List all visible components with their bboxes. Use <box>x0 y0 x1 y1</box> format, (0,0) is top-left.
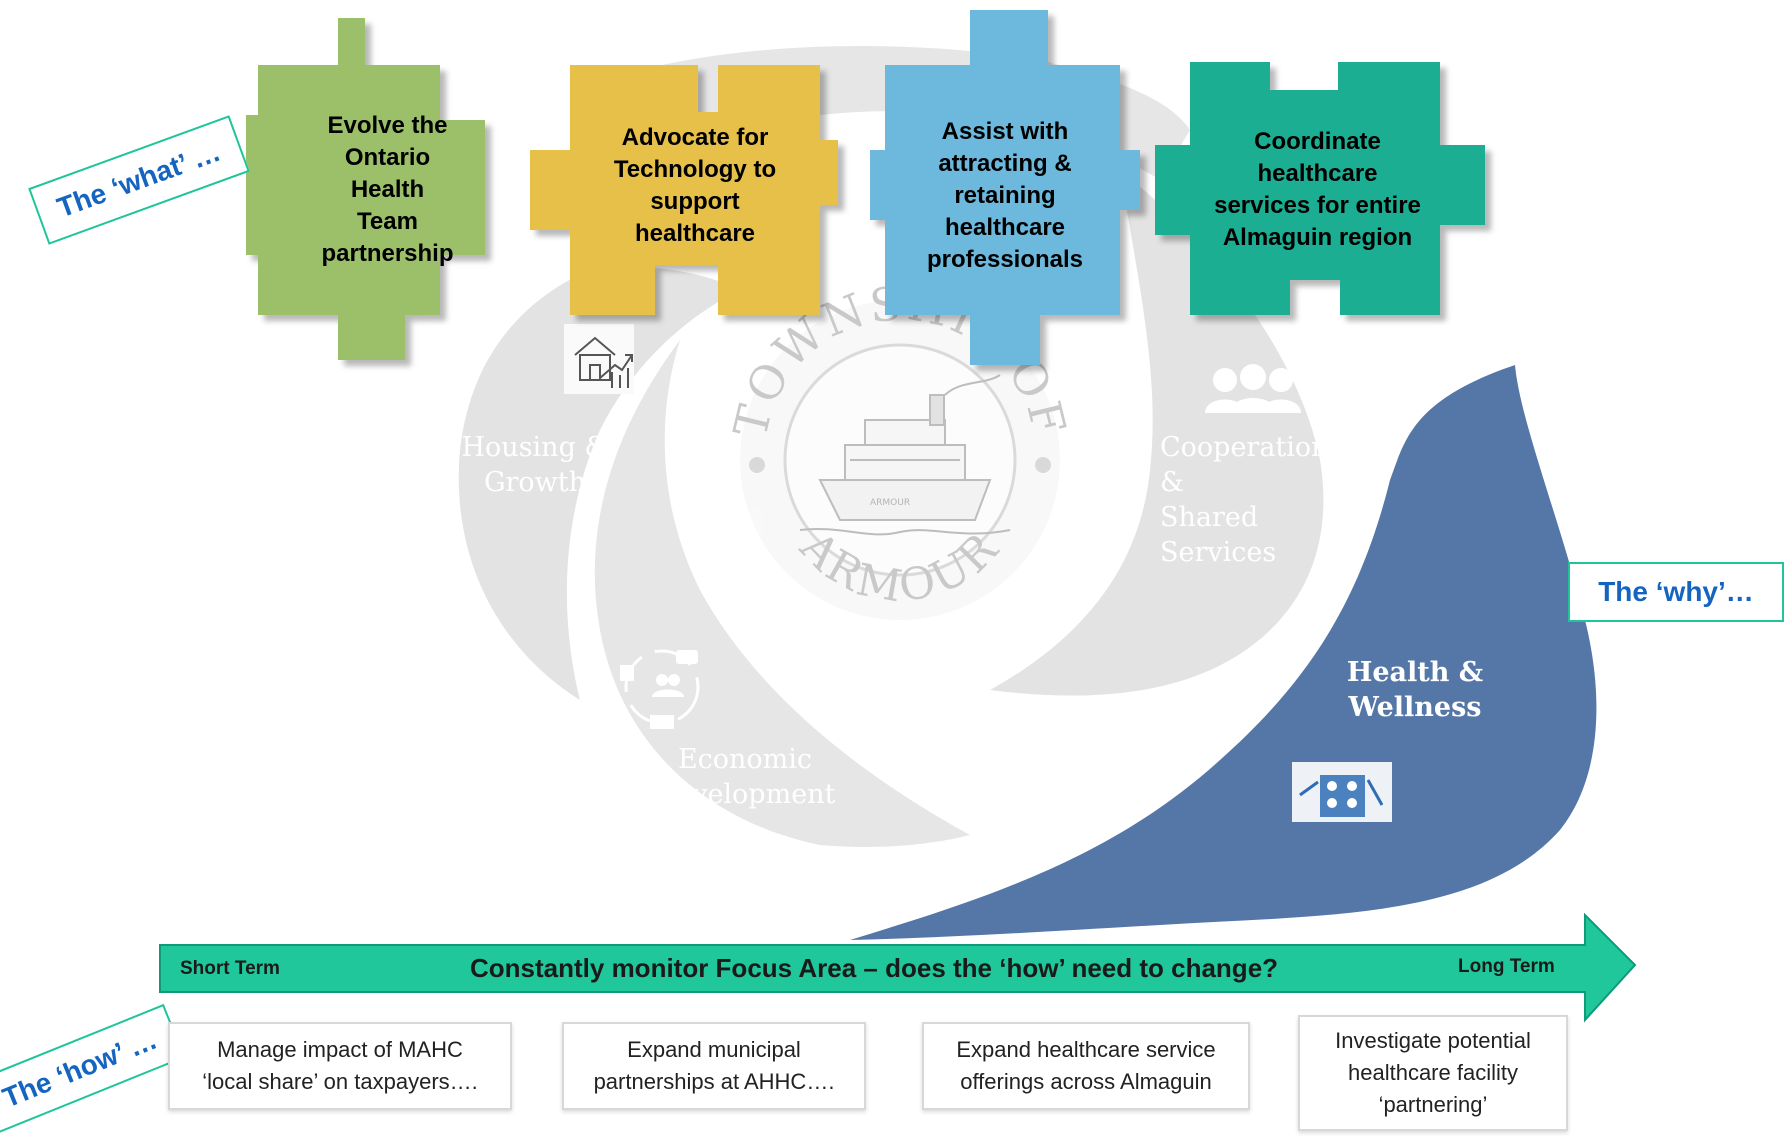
puzzle-text-4: Coordinate healthcare services for entir… <box>1214 128 1421 251</box>
focus-health-label: Health & Wellness <box>1346 657 1484 723</box>
puzzle-piece-2 <box>530 65 838 315</box>
long-term-label: Long Term <box>1458 956 1555 977</box>
puzzle-piece-3 <box>870 10 1140 365</box>
how-item-1: Manage impact of MAHC ‘local share’ on t… <box>168 1022 512 1110</box>
health-wellness-petal <box>850 365 1597 940</box>
house-growth-icon <box>564 324 634 394</box>
boat-name: ARMOUR <box>870 498 910 508</box>
people-group-icon <box>1205 364 1301 413</box>
petal-housing <box>458 266 740 700</box>
puzzle-text-1: Evolve the Ontario Health Team partnersh… <box>321 112 454 267</box>
focus-cooperation-label: Cooperation & Shared Services <box>1160 432 1329 568</box>
short-term-label: Short Term <box>180 958 280 979</box>
communication-icon <box>620 649 700 729</box>
puzzle-text-3: Assist with attracting & retaining healt… <box>926 118 1084 273</box>
puzzle-piece-1 <box>246 18 485 360</box>
petal-economic <box>594 340 970 847</box>
arrow-main-text: Constantly monitor Focus Area – does the… <box>470 953 1279 983</box>
puzzle-text-2: Advocate for Technology to support healt… <box>613 124 777 247</box>
how-item-4: Investigate potential healthcare facilit… <box>1298 1015 1568 1131</box>
how-item-3: Expand healthcare service offerings acro… <box>922 1022 1250 1110</box>
steamboat-illustration <box>799 374 1011 536</box>
focus-economic-label: Economic Development <box>654 744 836 810</box>
how-item-2: Expand municipal partnerships at AHHC…. <box>562 1022 866 1110</box>
focus-housing-label: Housing & Growth <box>461 432 609 498</box>
timeline-arrow <box>159 912 1637 1023</box>
health-icon <box>1292 762 1392 822</box>
why-tag: The ‘why’… <box>1568 562 1784 622</box>
puzzle-piece-4 <box>1155 62 1485 315</box>
